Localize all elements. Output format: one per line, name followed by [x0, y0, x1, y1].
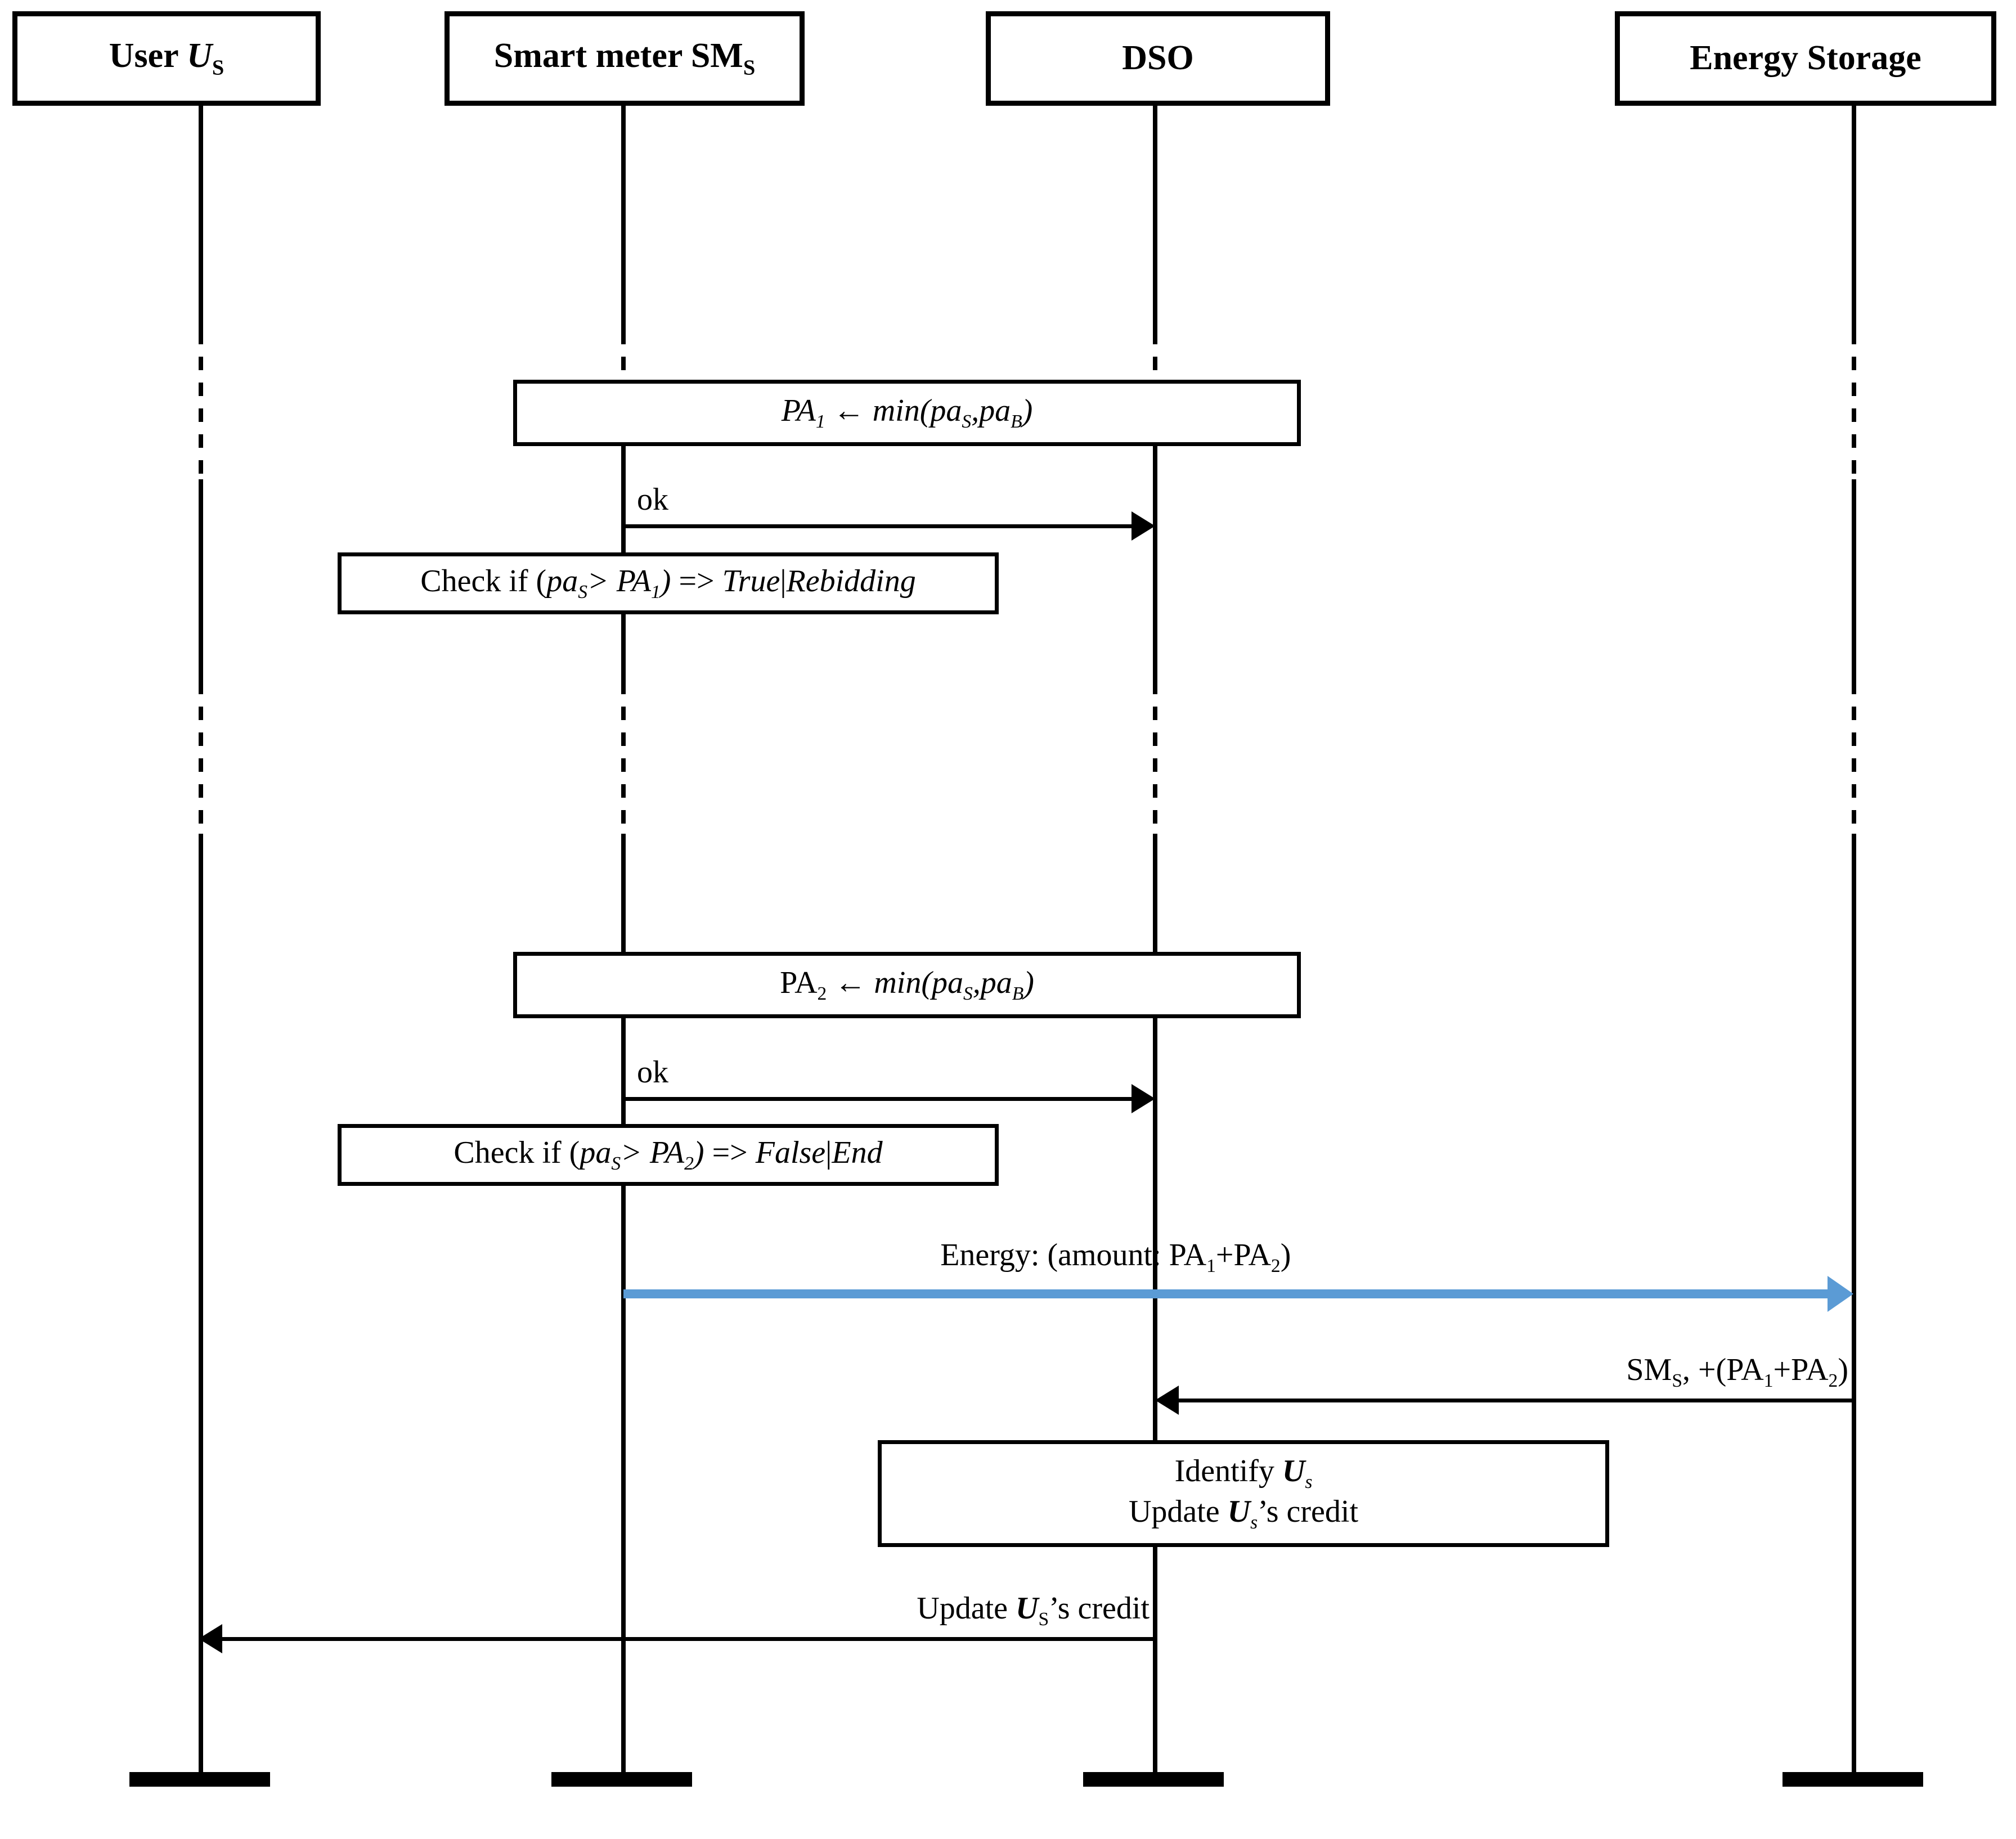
participant-box-energy-storage: Energy Storage — [1615, 11, 1996, 106]
action-box-check1: Check if (paS> PA1) => True|Rebidding — [338, 552, 999, 614]
lifeline-foot-user — [129, 1772, 270, 1787]
message-credit-update-line — [222, 1637, 1155, 1641]
action-box-identify-line1: Identify Us — [1174, 1453, 1313, 1493]
participant-box-dso: DSO — [986, 11, 1330, 106]
lifeline-storage-dotted-1 — [1852, 331, 1856, 479]
action-box-check2: Check if (paS> PA2) => False|End — [338, 1124, 999, 1186]
participant-label-energy-storage: Energy Storage — [1690, 39, 1921, 78]
lifeline-foot-sm — [551, 1772, 692, 1787]
participant-box-smart-meter: Smart meter SMS — [444, 11, 805, 106]
lifeline-storage-solid-top — [1852, 106, 1856, 331]
lifeline-dso-dotted-2 — [1153, 681, 1157, 834]
lifeline-user-solid-top — [199, 106, 203, 331]
action-box-pa1-text: PA1 ← min(paS,paB) — [781, 393, 1033, 433]
message-credit-update-label: Update US’s credit — [917, 1590, 1150, 1630]
arrow-left-icon — [1155, 1386, 1179, 1415]
action-box-check1-text: Check if (paS> PA1) => True|Rebidding — [420, 563, 916, 603]
lifeline-sm-solid-mid — [621, 380, 626, 681]
lifeline-dso-dotted-1 — [1153, 331, 1157, 380]
arrow-right-icon — [1132, 511, 1155, 541]
message-ok-1-label: ok — [637, 482, 668, 518]
lifeline-sm-dotted-1 — [621, 331, 626, 380]
message-credit-report-label: SMS, +(PA1+PA2) — [1626, 1352, 1848, 1392]
action-box-pa1: PA1 ← min(paS,paB) — [513, 380, 1301, 446]
arrow-left-icon — [199, 1624, 222, 1653]
lifeline-user-dotted-1 — [199, 331, 203, 479]
message-ok-2-line — [623, 1097, 1132, 1101]
lifeline-sm-solid-top — [621, 106, 626, 331]
lifeline-sm-dotted-2 — [621, 681, 626, 834]
lifeline-user-dotted-2 — [199, 681, 203, 834]
lifeline-user-solid-bottom — [199, 834, 203, 1775]
lifeline-dso-solid-top — [1153, 106, 1157, 331]
action-box-check2-text: Check if (paS> PA2) => False|End — [454, 1135, 883, 1175]
lifeline-dso-solid-mid — [1153, 380, 1157, 681]
participant-label-user: User US — [109, 37, 225, 80]
message-energy-transfer-label: Energy: (amount: PA1+PA2) — [940, 1237, 1291, 1277]
action-box-identify-update: Identify Us Update Us’s credit — [878, 1440, 1609, 1547]
lifeline-storage-solid-bottom — [1852, 834, 1856, 1775]
action-box-pa2-text: PA2 ← min(paS,paB) — [780, 965, 1034, 1005]
lifeline-storage-solid-mid — [1852, 479, 1856, 681]
participant-box-user: User US — [12, 11, 321, 106]
arrow-right-icon — [1828, 1276, 1853, 1312]
lifeline-foot-storage — [1782, 1772, 1923, 1787]
message-ok-1-line — [623, 524, 1132, 528]
message-ok-2-label: ok — [637, 1055, 668, 1090]
lifeline-sm-solid-bottom — [621, 834, 626, 1775]
lifeline-dso-solid-bottom — [1153, 834, 1157, 1775]
action-box-pa2: PA2 ← min(paS,paB) — [513, 952, 1301, 1018]
participant-label-smart-meter: Smart meter SMS — [493, 37, 756, 80]
lifeline-storage-dotted-2 — [1852, 681, 1856, 834]
participant-label-dso: DSO — [1122, 39, 1194, 78]
lifeline-user-solid-mid — [199, 479, 203, 681]
arrow-right-icon — [1132, 1084, 1155, 1113]
lifeline-foot-dso — [1083, 1772, 1224, 1787]
message-credit-report-line — [1179, 1399, 1854, 1402]
action-box-identify-line2: Update Us’s credit — [1128, 1494, 1359, 1534]
message-energy-transfer-line — [623, 1289, 1828, 1298]
